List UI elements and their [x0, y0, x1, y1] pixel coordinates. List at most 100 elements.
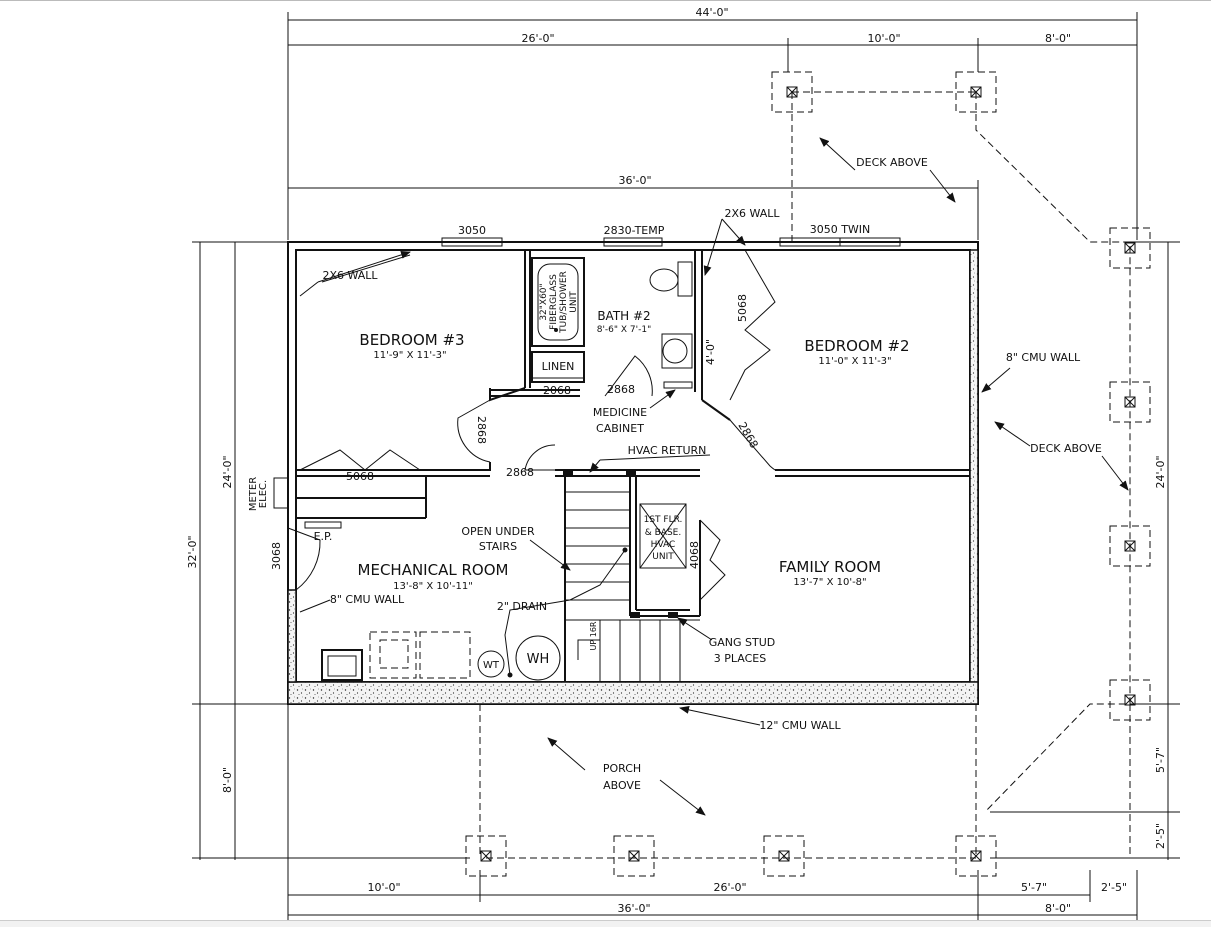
room-bedroom3-size: 11'-9" X 11'-3" [373, 350, 446, 361]
post-icon [613, 835, 655, 877]
door-label-hall-bottom: 2868 [506, 466, 534, 479]
room-bedroom3-name: BEDROOM #3 [359, 331, 464, 349]
note-open-stairs-line2: STAIRS [479, 540, 517, 553]
room-bedroom2-name: BEDROOM #2 [804, 337, 909, 355]
door-label-closet2: 5068 [736, 294, 749, 322]
room-mechanical-name: MECHANICAL ROOM [358, 561, 509, 579]
door-label-closet3: 5068 [346, 470, 374, 483]
post-icon [955, 835, 997, 877]
note-tub-line1: 32"X60" [539, 283, 549, 320]
dim-left-lower: 8'-0" [221, 767, 234, 793]
door-label-hall-left: 2868 [475, 416, 488, 444]
bath-fixtures [531, 257, 693, 389]
dim-right-low: 2'-5" [1154, 823, 1167, 849]
window-top-edge [0, 0, 1211, 1]
toilet-icon [649, 261, 693, 297]
dim-left-upper: 24'-0" [221, 455, 234, 488]
note-meter-line2: ELEC. [258, 480, 269, 508]
note-porch-line1: PORCH [603, 762, 641, 775]
door-label-hvac: 4068 [688, 541, 701, 569]
door-label-bath: 2868 [607, 383, 635, 396]
electrical-panel-icon [321, 649, 363, 681]
dim-bottom-right: 8'-0" [1045, 902, 1071, 915]
post-icon [465, 835, 507, 877]
note-meter-line1: METER [248, 477, 259, 511]
note-deck-above-top: DECK ABOVE [856, 156, 928, 169]
dim-top-mid: 10'-0" [867, 32, 900, 45]
note-linen: LINEN [542, 360, 575, 373]
bottom-dimensions: 10'-0" 26'-0" 5'-7" 2'-5" 36'-0" 8'-0" [287, 704, 1138, 922]
dim-bottom-d: 2'-5" [1101, 881, 1127, 894]
note-2x6-wall-left: 2X6 WALL [322, 269, 378, 282]
door-labels: 2068 2868 2868 2868 2868 5068 5068 4'-0"… [270, 294, 761, 570]
dim-total-top: 44'-0" [695, 6, 728, 19]
door-swings [287, 249, 776, 601]
dim-house-width: 36'-0" [618, 174, 651, 187]
dim-top-right: 8'-0" [1045, 32, 1071, 45]
door-label-linen: 2068 [543, 384, 571, 397]
note-2x6-wall-bath: 2X6 WALL [724, 207, 780, 220]
dim-bottom-a: 10'-0" [367, 881, 400, 894]
dim-bottom-b: 26'-0" [713, 881, 746, 894]
note-up-stairs: UP 16R [589, 621, 598, 650]
sink-icon [661, 333, 693, 369]
note-hvac-unit-line4: UNIT [652, 552, 674, 562]
post-icon [1109, 227, 1151, 269]
note-medicine-line2: CABINET [596, 422, 644, 435]
door-label-closet-small: 4'-0" [704, 339, 717, 365]
water-heater-icon [515, 635, 561, 681]
hvac-unit [563, 470, 687, 618]
post-icon [955, 71, 997, 113]
note-12-cmu-wall: 12" CMU WALL [759, 719, 841, 732]
door-label-bed2: 2868 [735, 420, 760, 451]
note-gang-stud-line2: 3 PLACES [714, 652, 766, 665]
window-label-2830-temp: 2830-TEMP [604, 224, 665, 237]
dim-left-total: 32'-0" [186, 535, 199, 568]
stairs [565, 491, 700, 682]
note-drain: 2" DRAIN [497, 600, 547, 613]
room-bath2-name: BATH #2 [597, 309, 650, 323]
note-gang-stud-line1: GANG STUD [709, 636, 776, 649]
interior-walls [296, 250, 970, 682]
mechanical-equipment [273, 477, 628, 681]
dim-bottom-total: 36'-0" [617, 902, 650, 915]
note-8-cmu-wall-right: 8" CMU WALL [1006, 351, 1081, 364]
note-deck-above-right: DECK ABOVE [1030, 442, 1102, 455]
right-dimensions: 24'-0" 5'-7" 2'-5" [990, 241, 1180, 860]
dim-right-mid: 5'-7" [1154, 747, 1167, 773]
exterior-walls [287, 241, 979, 705]
note-tub-line2: FIBERGLASS [549, 274, 559, 330]
room-bath2-size: 8'-6" X 7'-1" [597, 325, 652, 335]
post-icon [1109, 381, 1151, 423]
post-icon [771, 71, 813, 113]
leader-lines [299, 137, 1129, 816]
top-dimensions: 44'-0" 26'-0" 10'-0" 8'-0" 36'-0" [287, 6, 1138, 240]
note-medicine-line1: MEDICINE [593, 406, 647, 419]
note-hvac-unit-line1: 1ST FLR. [644, 515, 683, 525]
window-label-3050: 3050 [458, 224, 486, 237]
note-tub-line3: TUB/SHOWER [559, 271, 569, 334]
note-wh: WH [527, 652, 550, 667]
deck-porch-outline [479, 91, 1131, 859]
note-hvac-return: HVAC RETURN [628, 444, 707, 457]
note-open-stairs-line1: OPEN UNDER [461, 525, 535, 538]
note-wt: WT [483, 660, 500, 671]
note-8-cmu-wall-left: 8" CMU WALL [330, 593, 405, 606]
room-labels: BEDROOM #3 11'-9" X 11'-3" BATH #2 8'-6"… [358, 309, 910, 592]
room-family-name: FAMILY ROOM [779, 558, 881, 576]
door-label-mech: 3068 [270, 542, 283, 570]
post-markers [465, 71, 1151, 877]
room-mechanical-size: 13'-8" X 10'-11" [393, 581, 473, 592]
post-icon [763, 835, 805, 877]
left-dimensions: 32'-0" 24'-0" 8'-0" [186, 241, 470, 860]
post-icon [1109, 679, 1151, 721]
room-family-size: 13'-7" X 10'-8" [793, 577, 866, 588]
window-bottom-edge [0, 920, 1211, 927]
dim-bottom-c: 5'-7" [1021, 881, 1047, 894]
note-tub-line4: UNIT [569, 291, 579, 313]
note-porch-line2: ABOVE [603, 779, 641, 792]
window-label-3050-twin: 3050 TWIN [810, 223, 871, 236]
room-bedroom2-size: 11'-0" X 11'-3" [818, 356, 891, 367]
note-hvac-unit-line2: & BASE. [645, 528, 681, 538]
